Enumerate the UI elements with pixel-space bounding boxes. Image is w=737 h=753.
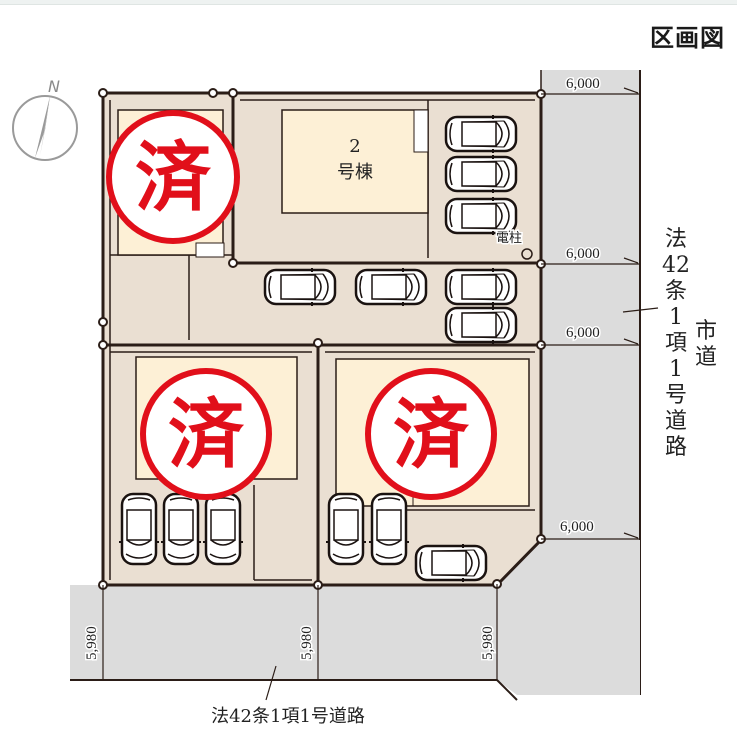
east-width-4: 6,000 (560, 519, 594, 535)
svg-text:法: 法 (665, 227, 687, 252)
east-width-1: 6,000 (566, 76, 600, 92)
svg-text:済: 済 (168, 390, 245, 479)
svg-text:号: 号 (665, 383, 687, 408)
svg-text:道: 道 (695, 345, 717, 370)
svg-text:済: 済 (393, 390, 470, 479)
page-title: 区画図 (650, 24, 725, 52)
svg-text:1: 1 (669, 305, 683, 330)
parking-lot-2 (444, 113, 518, 237)
sold-stamp-lot-1: 済 (106, 110, 240, 244)
utility-pole: 電柱 (495, 230, 533, 260)
svg-text:道: 道 (665, 409, 687, 434)
east-dimension-lines (541, 87, 659, 540)
south-width-1: 5,980 (84, 626, 100, 660)
north-arrow-icon: N (12, 77, 78, 161)
svg-text:済: 済 (135, 133, 212, 222)
svg-text:市: 市 (695, 319, 717, 344)
svg-text:1: 1 (669, 357, 683, 382)
lot-2-number: 2 (349, 136, 360, 157)
south-road-label: 法42条1項1号道路 (211, 706, 365, 727)
parking-lot-3 (117, 492, 245, 566)
sold-stamp-lot-3: 済 (140, 368, 272, 500)
svg-text:路: 路 (665, 435, 687, 460)
svg-text:42: 42 (662, 253, 690, 278)
sold-stamp-lot-4: 済 (365, 368, 497, 500)
svg-text:N: N (48, 77, 60, 96)
window-top-edge (0, 0, 737, 5)
east-width-3: 6,000 (566, 325, 600, 341)
lot-2[interactable]: 2 号棟 (281, 109, 429, 214)
utility-pole-label: 電柱 (496, 231, 522, 246)
south-width-2: 5,980 (299, 626, 315, 660)
east-width-2: 6,000 (566, 246, 600, 262)
south-dimension-lines (102, 584, 498, 701)
lot-2-label: 号棟 (337, 162, 373, 183)
east-road-label: 法 42 条 1 項 1 号 道 路 市 道 (662, 227, 717, 460)
south-width-3: 5,980 (480, 626, 496, 660)
svg-text:条: 条 (665, 279, 687, 304)
svg-text:項: 項 (665, 331, 687, 356)
